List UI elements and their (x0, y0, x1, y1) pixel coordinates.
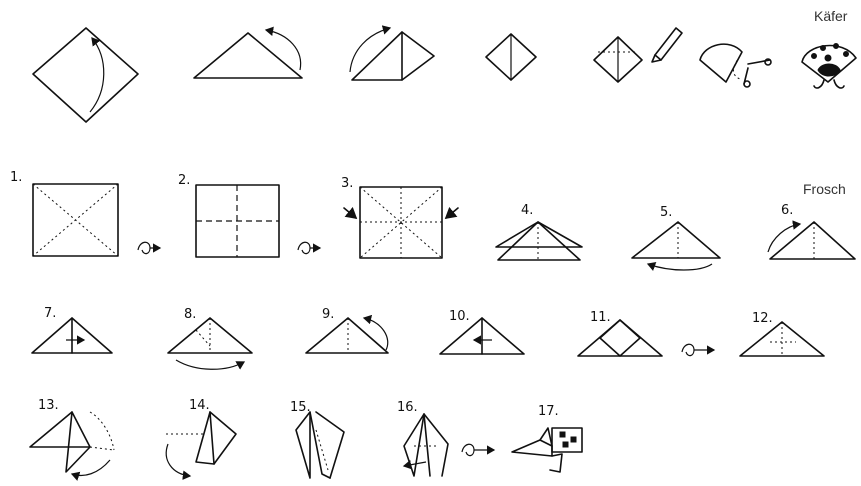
push-arrow-icon (344, 208, 356, 218)
turn-over-icon (462, 444, 494, 455)
scissors-icon (744, 59, 771, 87)
kaefer-step-5 (594, 28, 682, 82)
frosch-step-6 (768, 222, 855, 259)
turn-over-icon (138, 242, 160, 253)
kaefer-step-6 (700, 44, 771, 87)
frosch-step-3 (344, 187, 458, 258)
frosch-step-16 (404, 414, 448, 476)
pen-icon (652, 28, 682, 62)
fold-arrow-icon (648, 264, 712, 270)
turn-over-icon (682, 344, 714, 355)
frosch-step-4 (496, 222, 582, 260)
kaefer-step-4 (486, 34, 536, 80)
frosch-step-15 (296, 412, 344, 478)
fold-arrow-icon (364, 318, 388, 350)
fold-arrow-icon (72, 460, 110, 475)
fold-arrow-icon (166, 444, 190, 476)
frosch-step-2 (196, 185, 279, 257)
frosch-step-14 (166, 412, 236, 476)
frosch-step-9 (306, 318, 388, 353)
frosch-step-8 (168, 318, 252, 369)
frosch-step-5 (632, 222, 720, 270)
kaefer-step-2 (194, 30, 302, 78)
fold-arrow-icon (90, 38, 104, 112)
push-arrow-icon (446, 208, 458, 218)
frosch-step-7 (32, 318, 112, 353)
kaefer-ladybug (802, 44, 856, 89)
frosch-step-1 (33, 184, 118, 256)
turn-over-icon (298, 242, 320, 253)
kaefer-step-1 (33, 28, 138, 122)
frosch-step-10 (440, 318, 524, 354)
frosch-step-13 (30, 412, 114, 475)
frosch-step-17-frog (512, 428, 582, 472)
fold-arrow-icon (266, 30, 301, 70)
fold-arrow-icon (176, 360, 244, 369)
frosch-step-12 (740, 322, 824, 356)
frosch-step-11 (578, 320, 662, 356)
kaefer-step-3 (350, 28, 434, 80)
